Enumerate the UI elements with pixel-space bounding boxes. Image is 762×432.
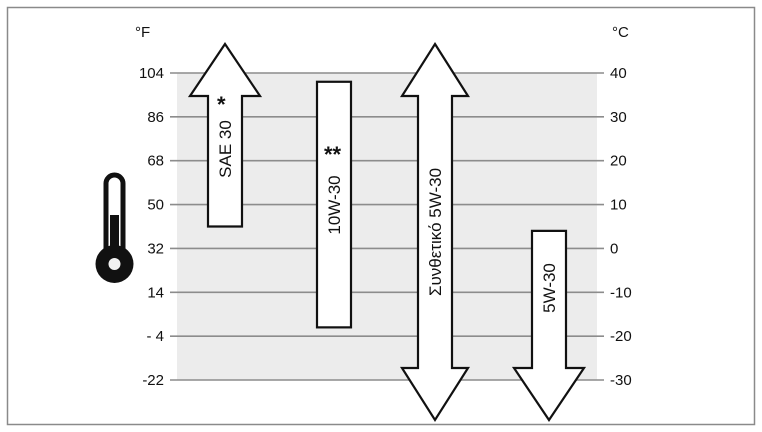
bar-sae-30 <box>187 42 263 228</box>
fahrenheit-tick-label: - 4 <box>146 328 164 345</box>
celsius-tick-label: 0 <box>610 240 618 257</box>
celsius-tick-label: 20 <box>610 153 627 170</box>
fahrenheit-tick-label: 50 <box>147 197 164 214</box>
fahrenheit-tick-label: 14 <box>147 284 164 301</box>
bar-label: Συνθετικό 5W-30 <box>426 168 445 296</box>
celsius-unit-label: °C <box>612 24 629 41</box>
bar-annotation: * <box>217 92 226 117</box>
fahrenheit-axis: 104 86 68 50 32 14 - 4 -22 <box>139 65 164 389</box>
celsius-tick-label: -30 <box>610 372 632 389</box>
plot-background <box>177 73 597 380</box>
bar-5w-30 <box>511 229 587 422</box>
bar-annotation: ** <box>324 142 342 167</box>
fahrenheit-tick-label: 104 <box>139 65 164 82</box>
viscosity-bars: SAE 30 * 10W-30 ** Συνθετικό 5W-30 5W-30 <box>187 41 587 423</box>
fahrenheit-tick-label: 86 <box>147 109 164 126</box>
thermometer-icon <box>95 172 134 283</box>
bar-label: 5W-30 <box>540 263 559 313</box>
fahrenheit-unit-label: °F <box>135 24 150 41</box>
celsius-tick-label: 40 <box>610 65 627 82</box>
fahrenheit-tick-label: -22 <box>142 372 164 389</box>
celsius-tick-label: 10 <box>610 197 627 214</box>
bar-label: SAE 30 <box>216 120 235 178</box>
bar-5w-30 <box>399 41 471 423</box>
celsius-axis: 40 30 20 10 0 -10 -20 -30 <box>610 65 632 389</box>
fahrenheit-tick-label: 32 <box>147 240 164 257</box>
celsius-tick-label: -20 <box>610 328 632 345</box>
bar-10w-30 <box>315 80 353 329</box>
celsius-tick-label: 30 <box>610 109 627 126</box>
celsius-tick-label: -10 <box>610 284 632 301</box>
bar-label: 10W-30 <box>325 175 344 234</box>
fahrenheit-tick-label: 68 <box>147 153 164 170</box>
